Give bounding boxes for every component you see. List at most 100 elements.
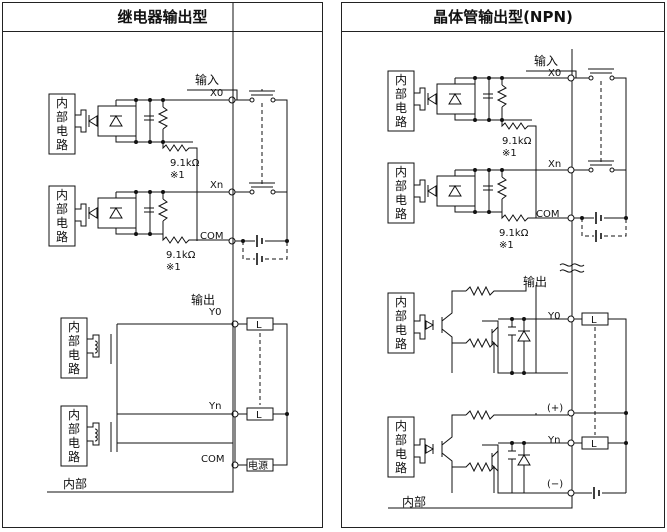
phototransistor-icon (75, 203, 87, 227)
relay-input-circuit-xn: 内 部 电 路 9.1kΩ ※1 (48, 185, 229, 273)
internal-char: 电 (68, 348, 80, 362)
internal-char: 电 (395, 101, 407, 115)
terminal-com-in (228, 237, 236, 245)
relay-coil-icon (94, 340, 98, 354)
terminal-label-xn: Xn (548, 159, 561, 170)
terminal-label-minus: (−) (547, 479, 563, 490)
led-icon (88, 207, 98, 219)
resistor-value: 9.1kΩ (166, 250, 196, 261)
internal-char: 路 (395, 206, 407, 221)
terminal-com-in (567, 214, 575, 222)
terminal-label-y0: Y0 (208, 307, 221, 318)
capacitor-icon (497, 318, 568, 374)
relay-panel-title: 继电器输出型 (3, 3, 322, 32)
battery-icon (256, 235, 263, 247)
internal-char: 路 (68, 449, 80, 464)
terminal-label-xn: Xn (210, 180, 223, 191)
input-header: 输入 (534, 53, 558, 68)
resistor-icon (157, 198, 169, 222)
internal-char: 电 (56, 124, 68, 138)
internal-char: 部 (56, 201, 68, 216)
internal-char: 内 (68, 408, 80, 422)
transistor-input-circuit-xn: 内 部 电 路 9.1kΩ ※1 (387, 162, 568, 251)
terminal-label-yn: Yn (547, 435, 560, 446)
break-mark-icon (559, 263, 585, 273)
npn-transistor-icon (482, 444, 499, 473)
capacitor-icon (497, 442, 568, 494)
relay-input-circuit-x0: 内 部 电 路 9.1kΩ ※1 (48, 93, 229, 241)
transistor-output-panel: 晶体管输出型(NPN) 内部 内 部 电 路 9.1kΩ ※1 (341, 2, 665, 528)
photocoupler-frame (436, 83, 476, 115)
internal-char: 内 (68, 320, 80, 334)
internal-char: 部 (395, 86, 407, 101)
phototransistor-icon (75, 109, 87, 133)
internal-char: 内 (395, 73, 407, 87)
terminal-plus (567, 409, 575, 417)
internal-char: 内 (56, 96, 68, 110)
zener-diode-icon (517, 330, 531, 342)
internal-label: 内部 (402, 494, 426, 509)
diode-icon (109, 207, 123, 219)
terminal-yn (567, 439, 575, 447)
load-label: L (591, 439, 597, 450)
terminal-label-plus: (+) (547, 403, 563, 414)
load-y0 (581, 312, 609, 326)
diode-icon (448, 93, 462, 105)
internal-char: 路 (56, 229, 68, 244)
internal-char: 内 (395, 295, 407, 309)
battery-icon (595, 212, 602, 224)
terminal-label-yn: Yn (208, 401, 221, 412)
input-header: 输入 (195, 72, 219, 87)
photocoupler-frame (97, 197, 137, 229)
transistor-output-circuit-yn: 内 部 电 路 (387, 409, 568, 494)
internal-circuit-block (60, 317, 88, 379)
internal-char: 部 (395, 432, 407, 447)
relay-output-circuit-yn: 内 部 电 路 (60, 405, 247, 467)
relay-contact-icon (110, 334, 118, 364)
relay-wiring-diagram: 内 部 电 路 9.1kΩ ※1 内 部 电 路 (47, 3, 289, 493)
transistor-wiring-diagram: 内部 内 部 电 路 9.1kΩ ※1 内 部 电 路 (387, 49, 628, 509)
internal-char: 部 (395, 308, 407, 323)
internal-char: 路 (395, 114, 407, 129)
internal-char: 路 (68, 361, 80, 376)
capacitor-icon (144, 207, 154, 213)
resistor-value: 9.1kΩ (499, 228, 529, 239)
note-mark: ※1 (499, 240, 514, 251)
terminal-xn (567, 166, 575, 174)
internal-circuit-block (387, 162, 415, 224)
note-mark: ※1 (166, 262, 181, 273)
internal-boundary (47, 3, 234, 493)
internal-char: 电 (68, 436, 80, 450)
diode-icon (109, 115, 123, 127)
photocoupler-frame (436, 175, 476, 207)
internal-char: 电 (395, 193, 407, 207)
load-label: L (256, 320, 262, 331)
resistor-icon (157, 106, 169, 130)
capacitor-icon (474, 170, 493, 212)
photo-led-icon (425, 320, 435, 330)
internal-label: 内部 (63, 476, 87, 491)
switch-x0 (235, 89, 288, 241)
switch-xn (235, 182, 287, 193)
internal-char: 路 (56, 137, 68, 152)
output-header: 输出 (191, 292, 215, 307)
transistor-input-circuit-x0: 内 部 电 路 9.1kΩ ※1 (387, 70, 568, 218)
switch-x0 (574, 68, 627, 218)
internal-char: 部 (395, 178, 407, 193)
note-mark: ※1 (170, 170, 185, 181)
relay-contact-icon (110, 422, 118, 452)
transistor-panel-title: 晶体管输出型(NPN) (342, 3, 664, 32)
internal-char: 路 (395, 336, 407, 351)
load-yn (581, 436, 609, 450)
led-icon (427, 93, 437, 105)
terminal-xn (228, 188, 236, 196)
photo-led-icon (425, 444, 435, 454)
load-label: L (591, 315, 597, 326)
battery-icon (593, 487, 600, 499)
resistor-icon (465, 409, 568, 421)
internal-boundary (388, 49, 573, 509)
internal-char: 内 (395, 165, 407, 179)
resistor-value: 9.1kΩ (170, 158, 200, 169)
internal-circuit-block (387, 416, 415, 478)
led-icon (88, 115, 98, 127)
